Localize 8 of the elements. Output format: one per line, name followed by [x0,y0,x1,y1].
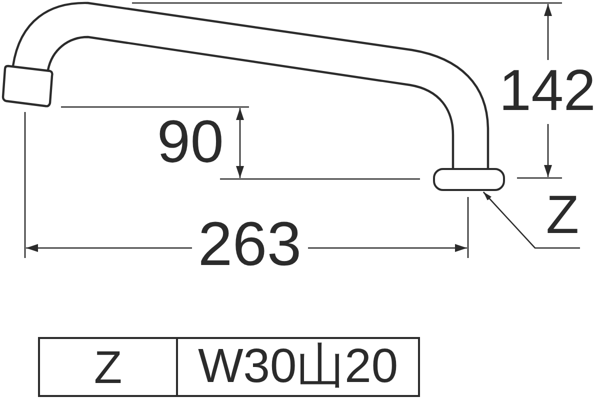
dimension-value: 90 [157,112,224,172]
callout-letter: Z [546,188,580,242]
dimension-value: 263 [198,214,302,276]
dimension-value: 142 [499,62,596,120]
table-cell: W30山20 [176,339,418,395]
leader-line [482,192,580,249]
table-cell-text: Z [92,340,124,395]
spout-outlet [433,168,505,191]
